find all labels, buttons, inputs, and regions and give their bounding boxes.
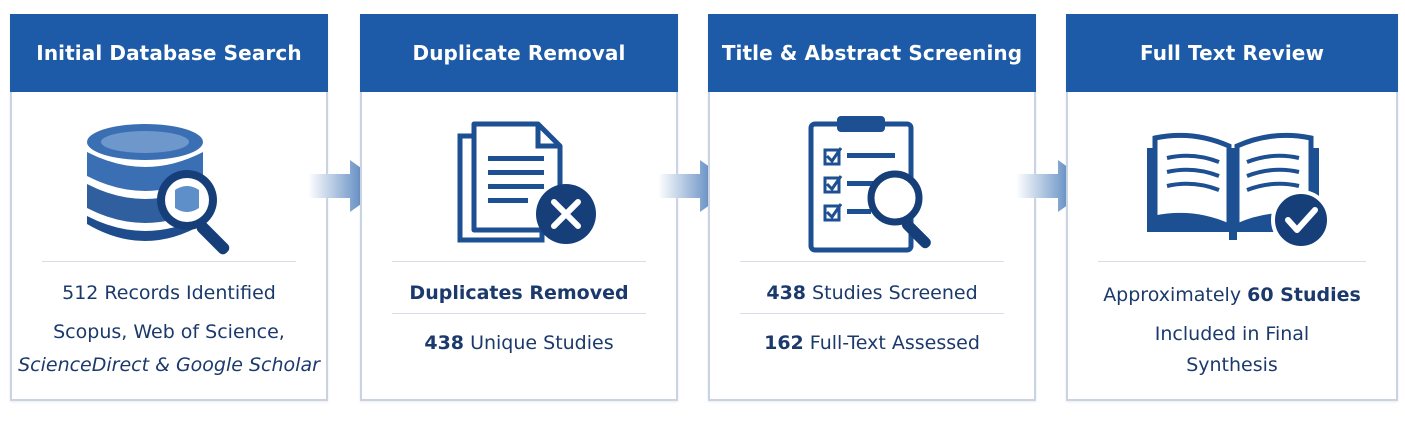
step-card-duplicate-removal: Duplicate Removal Duplicates Removed 438… xyxy=(360,14,678,401)
divider xyxy=(740,261,1004,262)
databases-list-line-1: Scopus, Web of Science, xyxy=(53,321,285,343)
database-search-icon xyxy=(12,108,326,266)
step-title: Full Text Review xyxy=(1139,41,1325,65)
step-card-title-abstract-screening: Title & Abstract Screening 438 Studies xyxy=(708,14,1036,401)
step-header: Title & Abstract Screening xyxy=(708,14,1036,92)
unique-studies-label: 438 Unique Studies xyxy=(424,332,614,354)
step-title: Initial Database Search xyxy=(36,41,302,65)
step-header: Initial Database Search xyxy=(10,14,328,92)
records-identified-label: 512 Records Identified xyxy=(62,282,276,304)
divider xyxy=(42,261,296,262)
full-text-assessed-label: 162 Full-Text Assessed xyxy=(764,332,980,354)
divider xyxy=(392,313,646,314)
step-card-full-text-review: Full Text Review Approximately 60 Studie… xyxy=(1066,14,1398,401)
final-synthesis-line-2: Synthesis xyxy=(1186,354,1278,376)
document-remove-icon xyxy=(362,108,676,266)
divider xyxy=(392,261,646,262)
step-title: Duplicate Removal xyxy=(412,41,626,65)
studies-included-label: Approximately 60 Studies xyxy=(1103,284,1361,306)
checklist-search-icon xyxy=(710,108,1034,266)
divider xyxy=(1098,261,1366,262)
step-header: Full Text Review xyxy=(1066,14,1398,92)
book-check-icon xyxy=(1068,108,1396,266)
step-card-database-search: Initial Database Search 512 Records Iden… xyxy=(10,14,328,401)
databases-list-line-2: ScienceDirect & Google Scholar xyxy=(18,354,320,376)
step-title: Title & Abstract Screening xyxy=(721,41,1023,65)
divider xyxy=(740,313,1004,314)
studies-screened-label: 438 Studies Screened xyxy=(766,282,978,304)
step-header: Duplicate Removal xyxy=(360,14,678,92)
final-synthesis-line-1: Included in Final xyxy=(1154,323,1310,345)
duplicates-removed-label: Duplicates Removed xyxy=(409,282,629,304)
